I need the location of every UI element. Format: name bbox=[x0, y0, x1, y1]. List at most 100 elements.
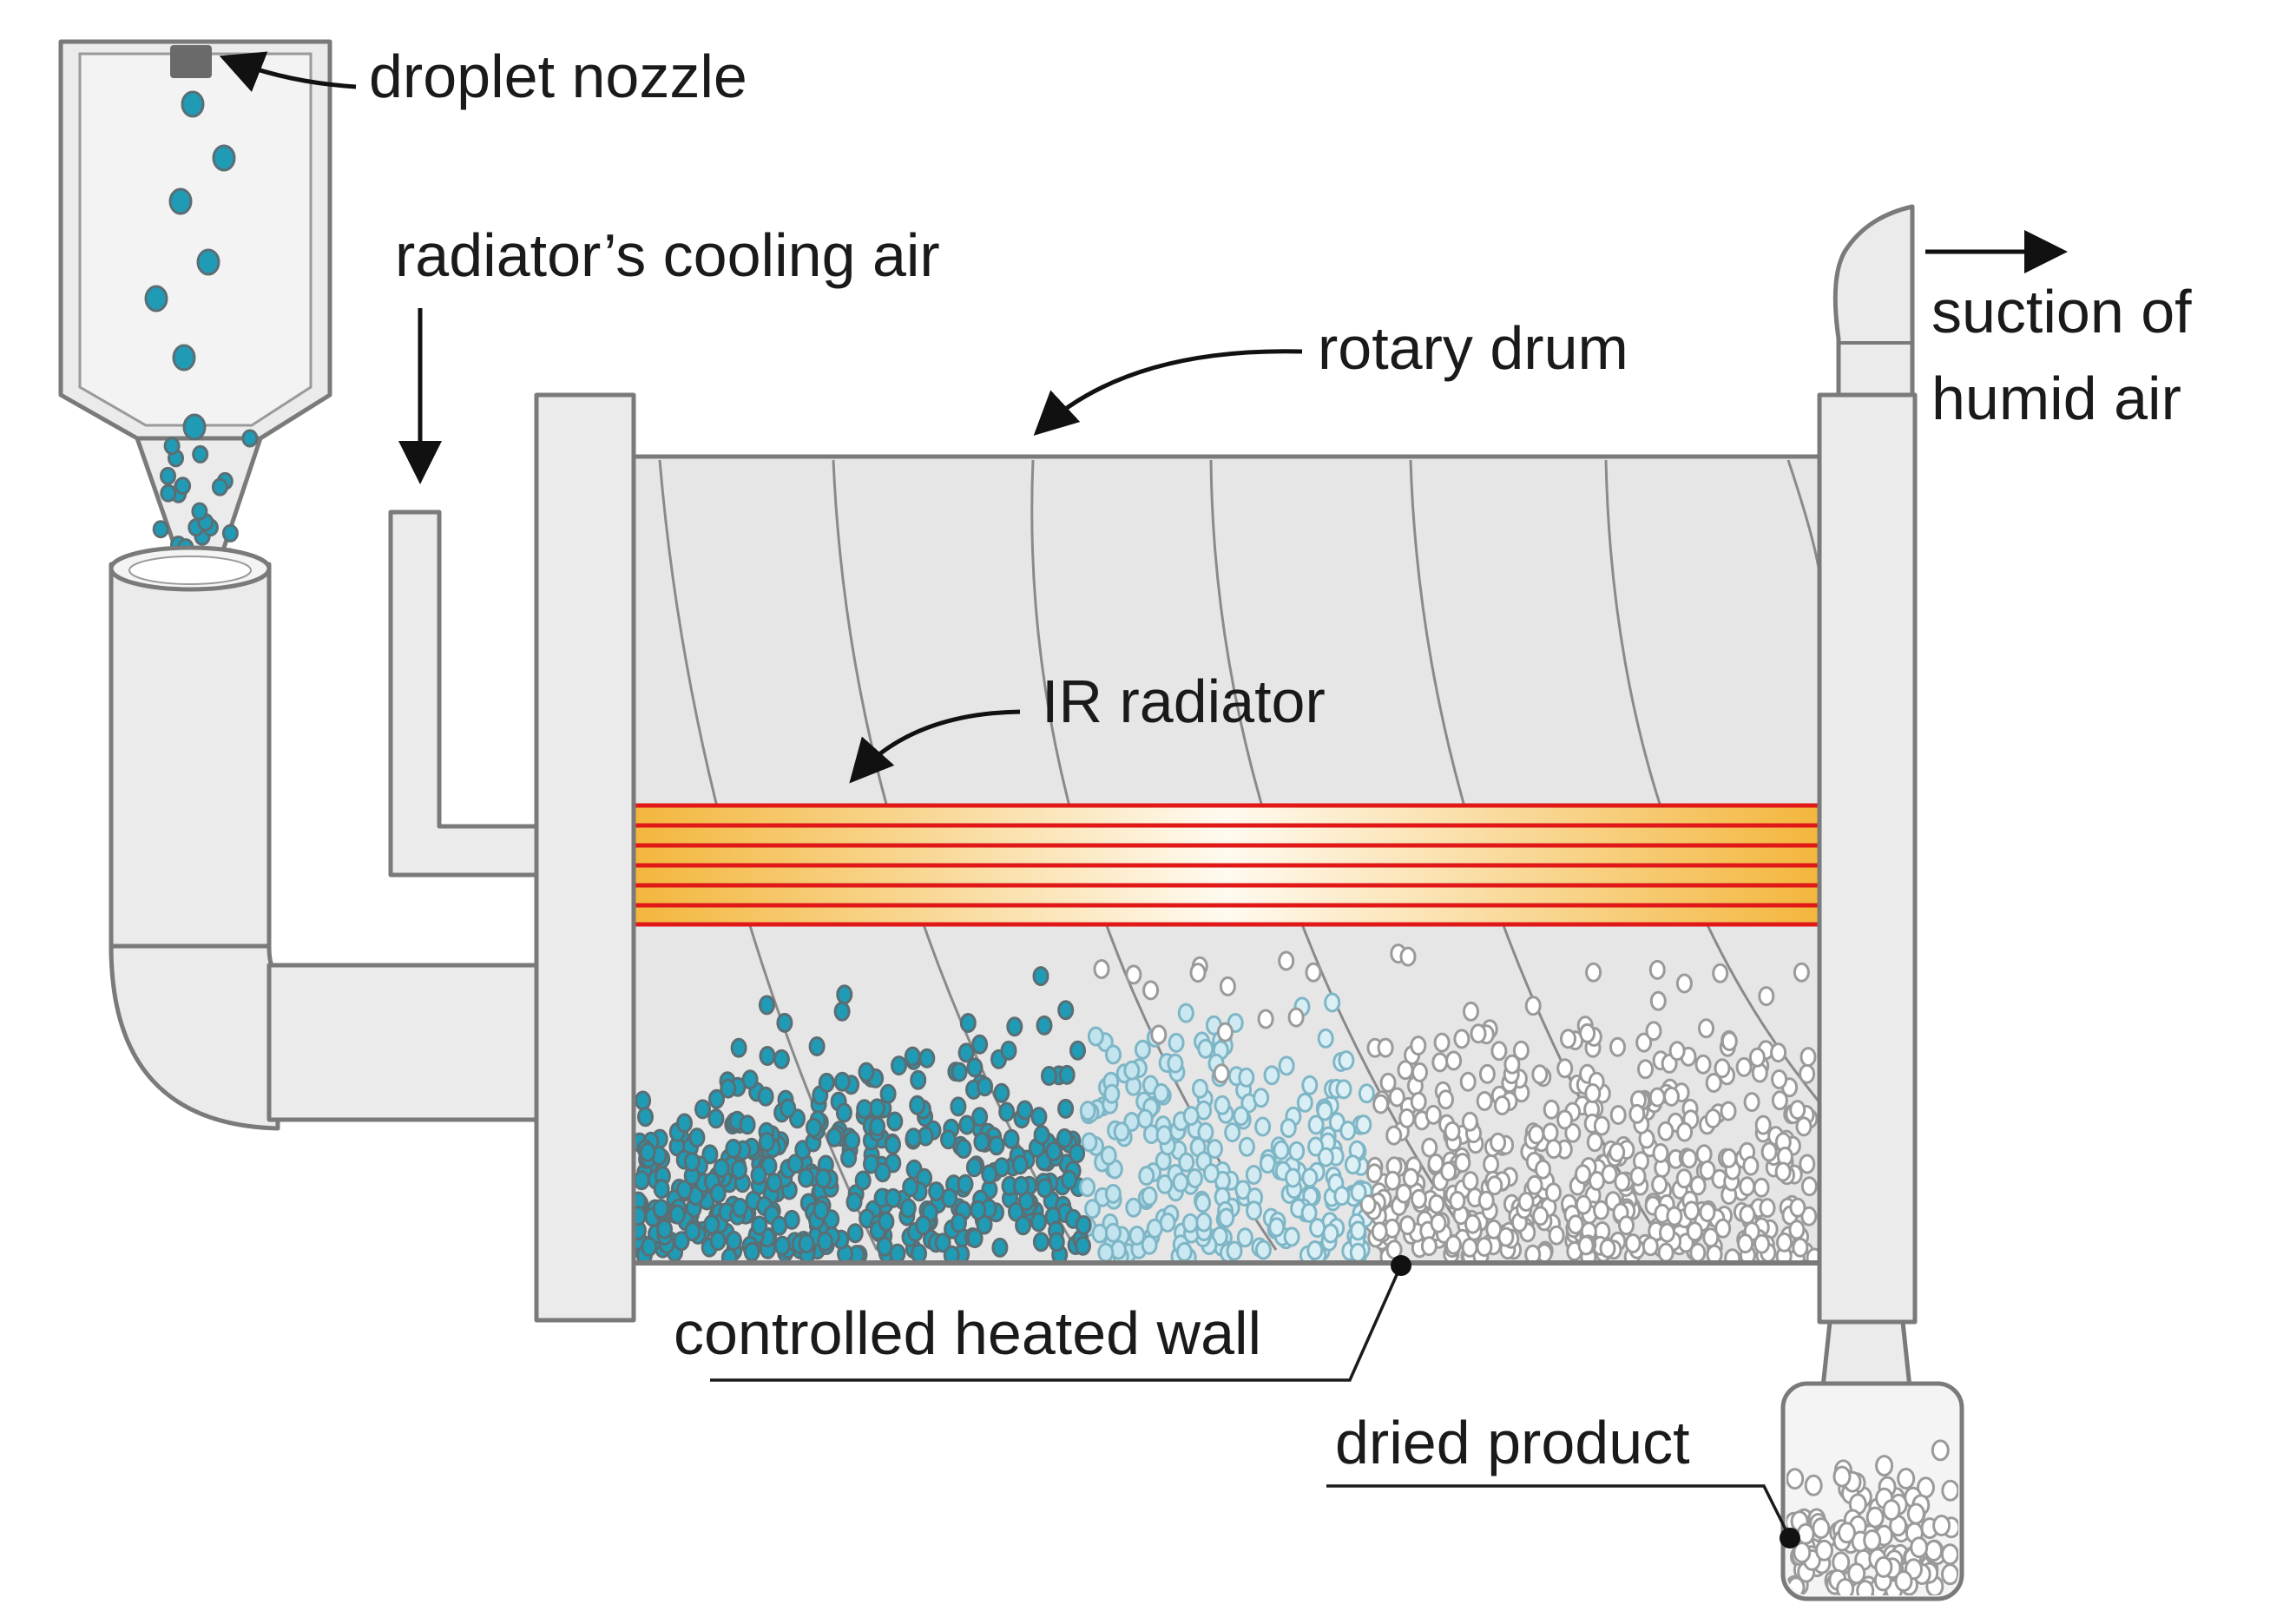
particle bbox=[1652, 1143, 1669, 1163]
particle bbox=[637, 1107, 654, 1128]
particle bbox=[1385, 1125, 1403, 1146]
particle bbox=[773, 1049, 790, 1069]
particle bbox=[1649, 990, 1667, 1011]
particle bbox=[1642, 1236, 1659, 1257]
particle bbox=[1609, 1105, 1627, 1125]
cooling-air-duct bbox=[388, 510, 539, 878]
particle bbox=[1431, 1052, 1449, 1073]
particle bbox=[1168, 1032, 1185, 1053]
particle bbox=[1714, 1058, 1731, 1079]
particle bbox=[1542, 1122, 1559, 1143]
particle bbox=[656, 1219, 673, 1239]
particle bbox=[1704, 1108, 1721, 1129]
feed-pipe bbox=[109, 545, 735, 1131]
particle bbox=[1735, 1056, 1753, 1077]
particle bbox=[1512, 1040, 1530, 1061]
particle bbox=[966, 1228, 984, 1249]
particle bbox=[1593, 1115, 1610, 1136]
particle bbox=[1087, 1026, 1104, 1047]
droplet bbox=[163, 437, 181, 456]
particle bbox=[1056, 1128, 1073, 1148]
particle bbox=[951, 1213, 967, 1233]
particle bbox=[869, 1116, 886, 1137]
particle bbox=[1548, 1225, 1565, 1246]
particle bbox=[758, 995, 775, 1016]
particle bbox=[741, 1069, 759, 1090]
particle bbox=[1754, 1114, 1772, 1135]
particle bbox=[1097, 1242, 1115, 1263]
particle bbox=[1686, 1221, 1703, 1242]
particle bbox=[1399, 946, 1417, 967]
particle bbox=[1800, 1206, 1818, 1226]
particle bbox=[1483, 1154, 1500, 1174]
particle bbox=[902, 1177, 919, 1198]
particle bbox=[1586, 1132, 1603, 1153]
particle bbox=[1462, 1171, 1479, 1192]
particle bbox=[1030, 1107, 1048, 1128]
particle bbox=[1189, 963, 1207, 983]
particle bbox=[813, 1200, 830, 1220]
particle bbox=[1245, 1165, 1262, 1185]
particle bbox=[1181, 1213, 1199, 1233]
droplet bbox=[211, 477, 228, 496]
particle bbox=[958, 1114, 976, 1135]
particle bbox=[806, 1117, 822, 1138]
particle bbox=[1564, 1122, 1582, 1143]
droplet bbox=[182, 413, 207, 441]
particle bbox=[1699, 1202, 1716, 1223]
particle bbox=[688, 1128, 706, 1148]
particle bbox=[1011, 1154, 1029, 1175]
particle bbox=[833, 1001, 851, 1022]
particle bbox=[950, 1096, 967, 1117]
particle bbox=[1618, 1215, 1635, 1236]
particle bbox=[1624, 1233, 1642, 1253]
particle bbox=[675, 1180, 693, 1200]
particle bbox=[635, 1090, 652, 1111]
particle bbox=[818, 1072, 835, 1093]
particle bbox=[743, 1241, 760, 1262]
droplet bbox=[212, 144, 236, 172]
particle bbox=[1316, 1101, 1333, 1121]
particle bbox=[845, 1192, 863, 1213]
particle bbox=[1104, 1183, 1122, 1204]
particle bbox=[1233, 1106, 1250, 1127]
particle bbox=[1128, 1226, 1146, 1246]
particle bbox=[1317, 1147, 1334, 1167]
particle bbox=[1307, 1114, 1325, 1135]
particle bbox=[833, 1071, 851, 1092]
dried-particle bbox=[1875, 1455, 1894, 1477]
particle bbox=[1748, 1047, 1766, 1068]
drum-end-plate-left bbox=[534, 392, 636, 1323]
dried-particle bbox=[1882, 1499, 1901, 1522]
particle bbox=[1806, 1247, 1819, 1263]
particle bbox=[854, 1170, 872, 1191]
particle bbox=[1003, 1128, 1020, 1149]
particle bbox=[1113, 1121, 1130, 1142]
particle bbox=[1575, 1164, 1591, 1185]
particle bbox=[1061, 1169, 1078, 1190]
particle bbox=[683, 1152, 701, 1172]
particle bbox=[1517, 1192, 1535, 1212]
particle bbox=[676, 1113, 693, 1134]
particle bbox=[1254, 1239, 1272, 1260]
particle bbox=[991, 1237, 1009, 1258]
particle bbox=[943, 1245, 960, 1263]
particle bbox=[957, 1174, 974, 1194]
dried-particle bbox=[1836, 1578, 1855, 1595]
particle bbox=[709, 1231, 727, 1252]
particle bbox=[1104, 1222, 1122, 1243]
particle bbox=[1712, 963, 1729, 983]
particle bbox=[751, 1215, 768, 1236]
particle bbox=[1141, 1186, 1158, 1206]
particle bbox=[1263, 1065, 1280, 1086]
suction-label-line2: humid air bbox=[1931, 365, 2181, 432]
particle bbox=[1463, 1001, 1479, 1022]
particle bbox=[1322, 1223, 1339, 1244]
particle bbox=[1103, 1083, 1121, 1104]
particle bbox=[634, 1170, 650, 1191]
dried-particle bbox=[1931, 1439, 1950, 1462]
particle bbox=[1349, 1242, 1366, 1263]
particle bbox=[1714, 1218, 1732, 1239]
particle bbox=[668, 1204, 686, 1225]
particle bbox=[1584, 1083, 1602, 1103]
